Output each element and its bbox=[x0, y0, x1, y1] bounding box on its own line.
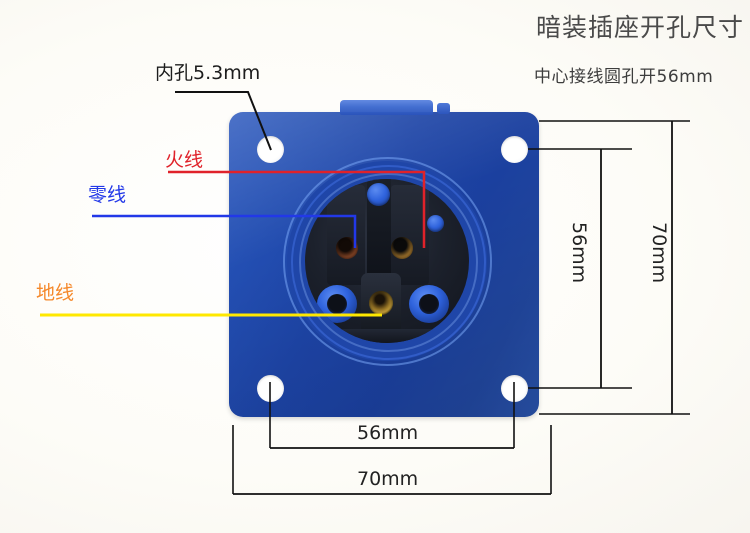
ground-screw bbox=[369, 291, 393, 315]
terminal-bottom-bar bbox=[319, 329, 455, 343]
inner-hole-leader-line bbox=[175, 91, 272, 151]
socket-top-cover-tab bbox=[340, 100, 433, 115]
dimension-height-outer: 70mm bbox=[648, 222, 670, 284]
socket-top-tab-nub bbox=[437, 103, 450, 114]
dimension-height-inner: 56mm bbox=[568, 222, 590, 284]
terminal-ring-right bbox=[409, 285, 449, 323]
terminal-post-right bbox=[427, 215, 444, 232]
terminal-block-right bbox=[391, 185, 429, 285]
contact-hole-live bbox=[391, 237, 413, 259]
terminal-ring-left bbox=[317, 285, 357, 323]
contact-hole-neutral bbox=[336, 237, 358, 259]
callout-ground-wire: 地线 bbox=[36, 282, 75, 304]
callout-live-wire: 火线 bbox=[165, 149, 204, 171]
recess-ring-middle bbox=[291, 165, 486, 360]
terminal-post-top bbox=[367, 183, 390, 206]
page-title: 暗装插座开孔尺寸 bbox=[536, 13, 745, 42]
dimension-width-outer: 70mm bbox=[357, 468, 419, 490]
recess-ring-outer bbox=[283, 157, 492, 366]
callout-neutral-wire: 零线 bbox=[88, 184, 127, 206]
live-wire-leader-line bbox=[168, 170, 426, 248]
terminal-block-left bbox=[327, 185, 365, 285]
page-subtitle: 中心接线圆孔开56mm bbox=[534, 67, 714, 87]
mounting-hole-top-right bbox=[501, 136, 528, 163]
recess-ring-inner bbox=[299, 173, 478, 352]
neutral-wire-leader-line bbox=[92, 214, 357, 248]
dimension-width-inner: 56mm bbox=[357, 422, 419, 444]
callout-inner-hole: 内孔5.3mm bbox=[155, 62, 261, 84]
